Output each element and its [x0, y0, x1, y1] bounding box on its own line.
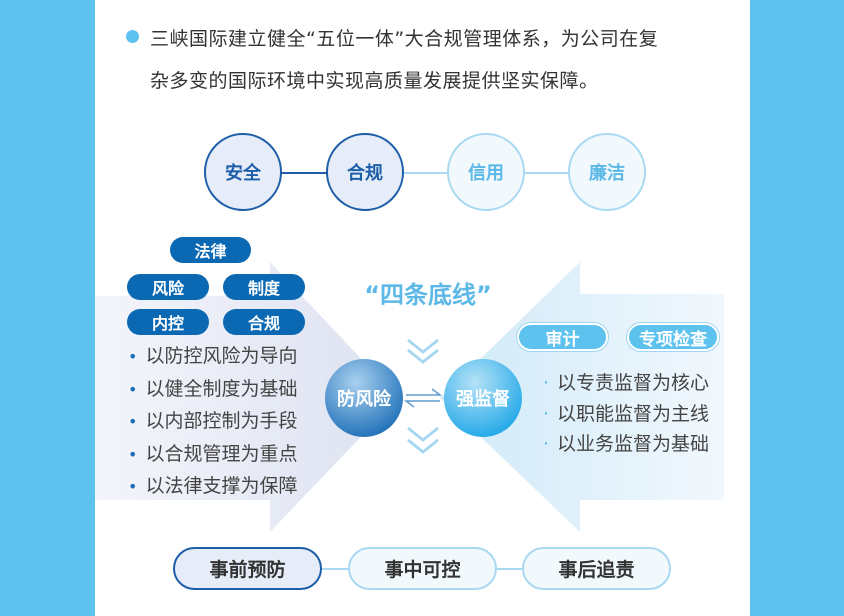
left-bullet: 以防控风险为导向	[128, 341, 297, 368]
intro-line-1: 三峡国际建立健全“五位一体”大合规管理体系，为公司在复	[150, 28, 659, 50]
tag-audit: 审计	[517, 323, 608, 351]
principle-integrity: 廉洁	[568, 133, 646, 211]
prevent-risk-sphere: 防风险	[337, 389, 391, 410]
stage-control: 事中可控	[348, 547, 497, 590]
right-bullet: 以业务监督为基础	[543, 429, 709, 456]
connector-line	[496, 568, 522, 570]
left-bullet: 以内部控制为手段	[128, 406, 297, 433]
tag-compliance: 合规	[223, 309, 305, 335]
tag-internal-control: 内控	[127, 309, 209, 335]
right-bullet: 以职能监督为主线	[543, 399, 709, 426]
tag-risk: 风险	[127, 274, 209, 300]
principle-compliance: 合规	[326, 133, 404, 211]
left-bullet: 以健全制度为基础	[128, 374, 297, 401]
bullet-dot-icon	[126, 30, 139, 43]
tag-system: 制度	[223, 274, 305, 300]
exchange-arrows-icon	[403, 388, 443, 408]
connector-line	[280, 172, 330, 174]
chevron-down-icon	[407, 338, 439, 454]
right-bullet: 以专责监督为核心	[543, 368, 709, 395]
four-bottom-lines-title: “四条底线”	[364, 281, 492, 309]
principle-credit: 信用	[447, 133, 525, 211]
stage-prevention: 事前预防	[173, 547, 322, 590]
tag-law: 法律	[170, 237, 251, 263]
connector-line	[523, 172, 573, 174]
tag-special-inspection: 专项检查	[627, 323, 719, 351]
intro-line-2: 杂多变的国际环境中实现高质量发展提供坚实保障。	[150, 70, 599, 92]
connector-line	[322, 568, 348, 570]
strong-supervision-sphere: 强监督	[456, 389, 510, 410]
stage-accountability: 事后追责	[522, 547, 671, 590]
connector-line	[402, 172, 452, 174]
left-bullet: 以法律支撑为保障	[128, 471, 297, 498]
left-bullet: 以合规管理为重点	[128, 439, 297, 466]
principle-safety: 安全	[204, 133, 282, 211]
